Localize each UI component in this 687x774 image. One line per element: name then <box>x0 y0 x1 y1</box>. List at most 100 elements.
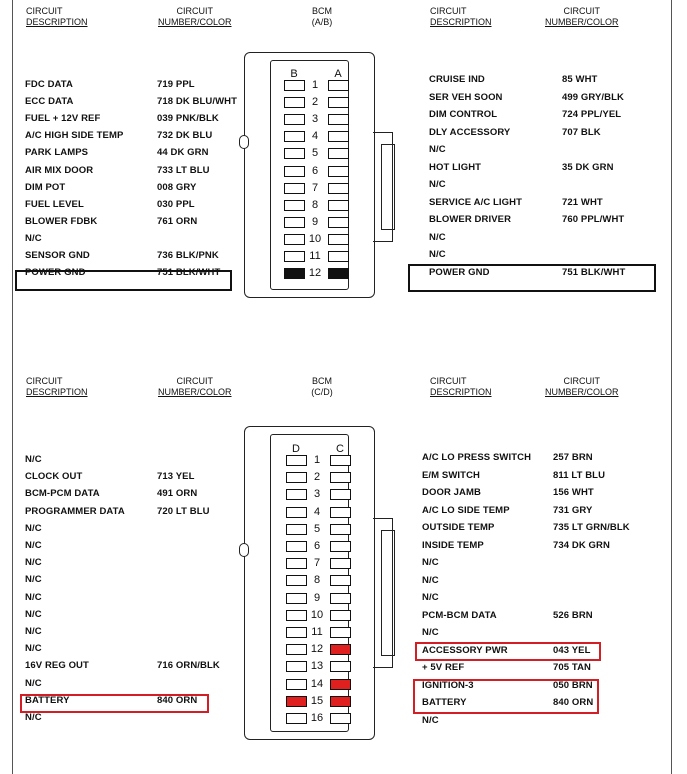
cd-right-desc: N/C <box>422 574 439 586</box>
ab-pin-b3 <box>284 114 305 126</box>
ab-highlight-box <box>408 264 656 292</box>
cd-left-desc: N/C <box>25 454 42 465</box>
ab-pin-number: 8 <box>311 198 319 211</box>
cd-right-num: 734 DK GRN <box>553 539 610 551</box>
cd-highlight-box <box>413 679 599 714</box>
cd-right-desc: BATTERY <box>422 697 467 708</box>
cd-left-desc: N/C <box>25 626 42 637</box>
ab-left-num: 719 PPL <box>157 79 195 90</box>
cd-right-desc: DOOR JAMB <box>422 487 481 498</box>
ab-pin-a5 <box>328 148 349 160</box>
cd-left-desc: 16V REG OUT <box>25 660 89 672</box>
ab-left-num: 039 PNK/BLK <box>157 113 219 125</box>
cd-left-num: 840 ORN <box>157 694 198 706</box>
ab-pin-a9 <box>328 216 349 228</box>
ab-right-desc-header-top: CIRCUIT <box>430 6 467 16</box>
ab-pin-number: 7 <box>311 181 319 194</box>
cd-left-desc: N/C <box>25 643 42 655</box>
cd-pin-c11 <box>330 627 351 638</box>
cd-pin-c2 <box>330 472 351 484</box>
ab-right-num: 35 DK GRN <box>562 161 614 173</box>
cd-left-desc: N/C <box>25 557 42 569</box>
ab-latch <box>373 132 393 242</box>
ab-latch-inner <box>381 144 395 230</box>
ab-pin-number: 6 <box>311 164 319 177</box>
ab-pin-a3 <box>328 114 349 126</box>
cd-left-num-header-top: CIRCUIT <box>176 376 214 386</box>
ab-right-desc: DIM CONTROL <box>429 109 498 120</box>
ab-connector-body <box>244 52 375 298</box>
cd-right-desc: N/C <box>422 627 439 638</box>
cd-right-desc: INSIDE TEMP <box>422 539 484 551</box>
ab-left-num: 733 LT BLU <box>157 164 210 176</box>
ab-pin-b8 <box>284 199 305 211</box>
cd-right-num: 840 ORN <box>553 697 594 708</box>
ab-left-desc: FUEL LEVEL <box>25 198 84 210</box>
cd-left-desc: N/C <box>25 591 42 603</box>
cd-pin-d12 <box>286 644 307 656</box>
ab-right-num: 707 BLK <box>562 126 601 138</box>
ab-pin-b6 <box>284 165 305 177</box>
cd-right-num-header-bottom: NUMBER/COLOR <box>545 387 619 397</box>
ab-left-desc-header-top: CIRCUIT <box>26 6 63 16</box>
ab-pin-b12 <box>284 268 305 280</box>
cd-left-num: 713 YEL <box>157 471 195 483</box>
cd-pin-c5 <box>330 523 351 535</box>
cd-pin-d8 <box>286 575 307 587</box>
cd-left-desc: N/C <box>25 522 42 534</box>
cd-highlight-box <box>415 642 601 661</box>
cd-pin-c15 <box>330 695 351 707</box>
cd-pin-d15 <box>286 695 307 707</box>
cd-pin-d3 <box>286 489 307 501</box>
cd-right-desc-header-top: CIRCUIT <box>430 376 467 386</box>
cd-left-desc: N/C <box>25 574 42 586</box>
ab-pin-number: 1 <box>311 79 319 91</box>
ab-pin-b9 <box>284 216 305 228</box>
cd-pin-d16 <box>286 713 307 724</box>
cd-left-num: 491 ORN <box>157 488 198 500</box>
cd-highlight-box <box>20 694 209 713</box>
ab-left-desc: POWER GND <box>25 267 86 279</box>
cd-left-desc: N/C <box>25 677 42 689</box>
ab-right-desc: SERVICE A/C LIGHT <box>429 196 523 208</box>
ab-right-num: 85 WHT <box>562 74 598 85</box>
cd-right-desc: E/M SWITCH <box>422 469 480 481</box>
ab-left-desc: PARK LAMPS <box>25 147 89 159</box>
cd-pin-number: 11 <box>311 626 323 638</box>
cd-right-num: 043 YEL <box>553 644 591 656</box>
ab-pin-number: 5 <box>311 147 319 160</box>
cd-right-num: 705 TAN <box>553 662 592 673</box>
cd-pin-number: 6 <box>313 540 321 552</box>
cd-left-num: 716 ORN/BLK <box>157 660 220 672</box>
ab-pin-a10 <box>328 233 349 245</box>
cd-left-num: 720 LT BLU <box>157 505 210 517</box>
ab-pin-b1 <box>284 80 305 91</box>
ab-left-num: 008 GRY <box>157 181 197 193</box>
cd-pin-c9 <box>330 592 351 604</box>
ab-right-desc: POWER GND <box>429 266 490 278</box>
cd-pin-c8 <box>330 575 351 587</box>
ab-left-desc: ECC DATA <box>25 96 74 108</box>
ab-left-num: 761 ORN <box>157 215 198 227</box>
ab-left-desc: FUEL + 12V REF <box>25 113 101 125</box>
cd-pin-d9 <box>286 592 307 604</box>
cd-pin-c6 <box>330 541 351 552</box>
cd-pin-number: 7 <box>313 557 321 570</box>
cd-col-right-letter: C <box>336 443 344 455</box>
ab-right-num: 724 PPL/YEL <box>562 109 622 120</box>
ab-pin-a12 <box>328 268 349 280</box>
ab-right-desc: N/C <box>429 144 446 155</box>
ab-right-desc: N/C <box>429 179 446 190</box>
ab-right-desc: N/C <box>429 231 446 243</box>
ab-pin-number: 11 <box>309 250 321 262</box>
cd-title: BCM <box>312 376 332 386</box>
cd-right-num: 735 LT GRN/BLK <box>553 522 630 533</box>
cd-pin-c16 <box>330 713 351 724</box>
ab-left-num: 732 DK BLU <box>157 130 213 142</box>
cd-pin-d6 <box>286 541 307 552</box>
ab-highlight-box <box>15 270 232 291</box>
